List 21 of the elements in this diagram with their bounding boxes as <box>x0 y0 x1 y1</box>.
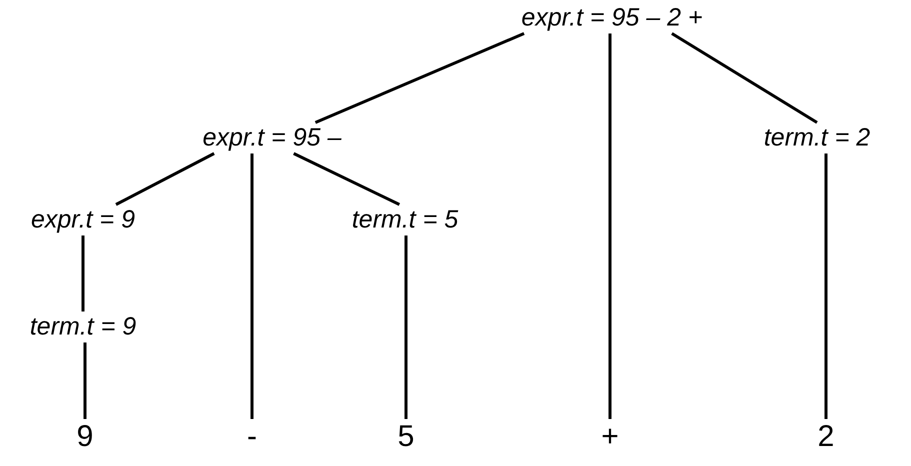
tree-node-label: term.t = 2 <box>760 122 874 154</box>
leaf-token: 2 <box>814 419 838 455</box>
tree-edge <box>293 152 400 206</box>
tree-edge <box>314 32 525 124</box>
leaf-token: - <box>244 419 260 455</box>
tree-edge <box>82 236 84 312</box>
tree-node-label: term.t = 5 <box>348 204 462 236</box>
tree-node-label: expr.t = 9 <box>28 204 138 236</box>
tree-edge <box>84 342 86 419</box>
tree-edge <box>671 32 818 124</box>
tree-node-label: term.t = 9 <box>26 312 140 342</box>
leaf-token: 5 <box>394 419 418 455</box>
tree-edge <box>404 236 408 419</box>
tree-edge <box>608 34 612 419</box>
tree-node-label: expr.t = 95 – <box>200 122 344 154</box>
tree-edge <box>115 152 215 206</box>
tree-edge <box>824 154 828 419</box>
tree-edge <box>250 154 254 419</box>
leaf-token: 9 <box>74 419 96 455</box>
leaf-token: + <box>598 419 622 455</box>
tree-node-label: expr.t = 95 – 2 + <box>518 2 706 34</box>
